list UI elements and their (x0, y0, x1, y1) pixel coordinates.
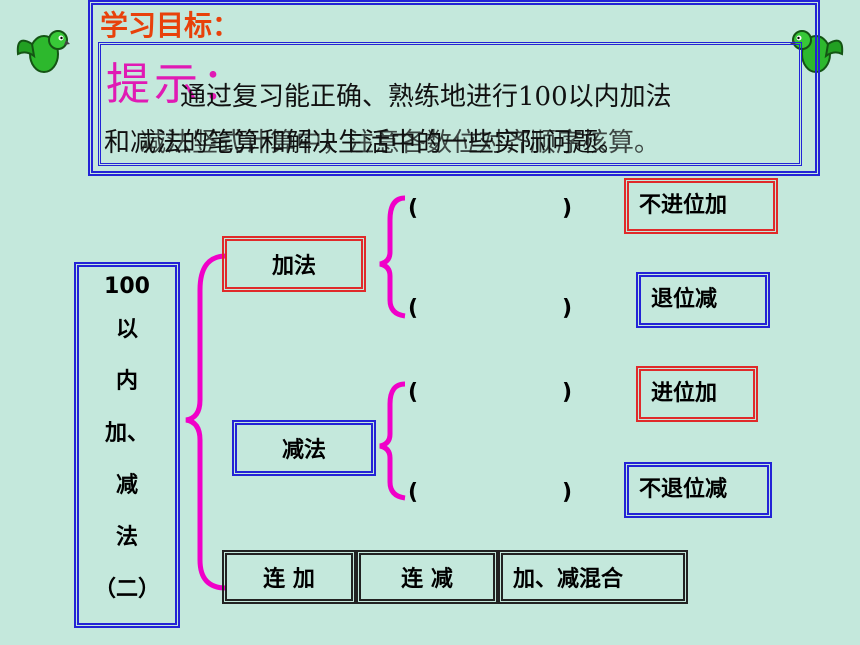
goal-title: 学习目标： (100, 9, 241, 42)
add-brace (379, 195, 406, 319)
result-box: 退位减 (636, 272, 770, 328)
blank-open: ( (408, 480, 419, 505)
hint-label: 提示： (106, 59, 250, 110)
side-title-box (74, 262, 180, 628)
bottom-item-label: 加、减混合 (513, 567, 624, 592)
category-add: 加法 (222, 236, 366, 292)
parrot-icon (790, 30, 844, 73)
side-title: 100 以 内 加、 减 法 （二） (74, 270, 180, 616)
result-box: 不进位加 (624, 178, 778, 234)
main-brace (185, 253, 227, 591)
goal-line-3: 减法竖式计算中，注意各数位对齐顺序核算。 (140, 128, 661, 158)
blank-close: ) (562, 480, 573, 505)
category-sub-label: 减法 (281, 438, 326, 463)
side-title-line: 法 (115, 525, 138, 550)
category-add-label: 加法 (271, 254, 316, 279)
side-title-line: 100 (104, 274, 150, 299)
sub-brace (379, 381, 406, 501)
result-box: 不退位减 (624, 462, 772, 518)
category-sub: 减法 (232, 420, 376, 476)
bottom-item-label: 连 减 (401, 567, 453, 592)
goal-box (88, 0, 820, 176)
side-title-line: 内 (115, 369, 138, 394)
bottom-item: 加、减混合 (498, 550, 688, 604)
blank-open: ( (408, 380, 419, 405)
side-title-line: 加、 (104, 421, 149, 446)
blank-close: ) (562, 196, 573, 221)
result-box: 进位加 (636, 366, 758, 422)
bottom-item: 连 加 (222, 550, 356, 604)
goal-line-2: 和减法的笔算和解决生活中的一些实际问题。 (104, 128, 625, 158)
goal-inner-box (98, 42, 802, 166)
blank-close: ) (562, 296, 573, 321)
goal-line-1: 通过复习能正确、熟练地进行100以内加法 (180, 82, 672, 112)
side-title-line: （二） (93, 577, 160, 602)
bottom-item: 连 减 (356, 550, 498, 604)
side-title-line: 减 (115, 473, 138, 498)
parrot-icon (16, 30, 70, 73)
side-title-line: 以 (115, 317, 138, 342)
blank-open: ( (408, 296, 419, 321)
blank-close: ) (562, 380, 573, 405)
blank-open: ( (408, 196, 419, 221)
bottom-item-label: 连 加 (263, 567, 315, 592)
